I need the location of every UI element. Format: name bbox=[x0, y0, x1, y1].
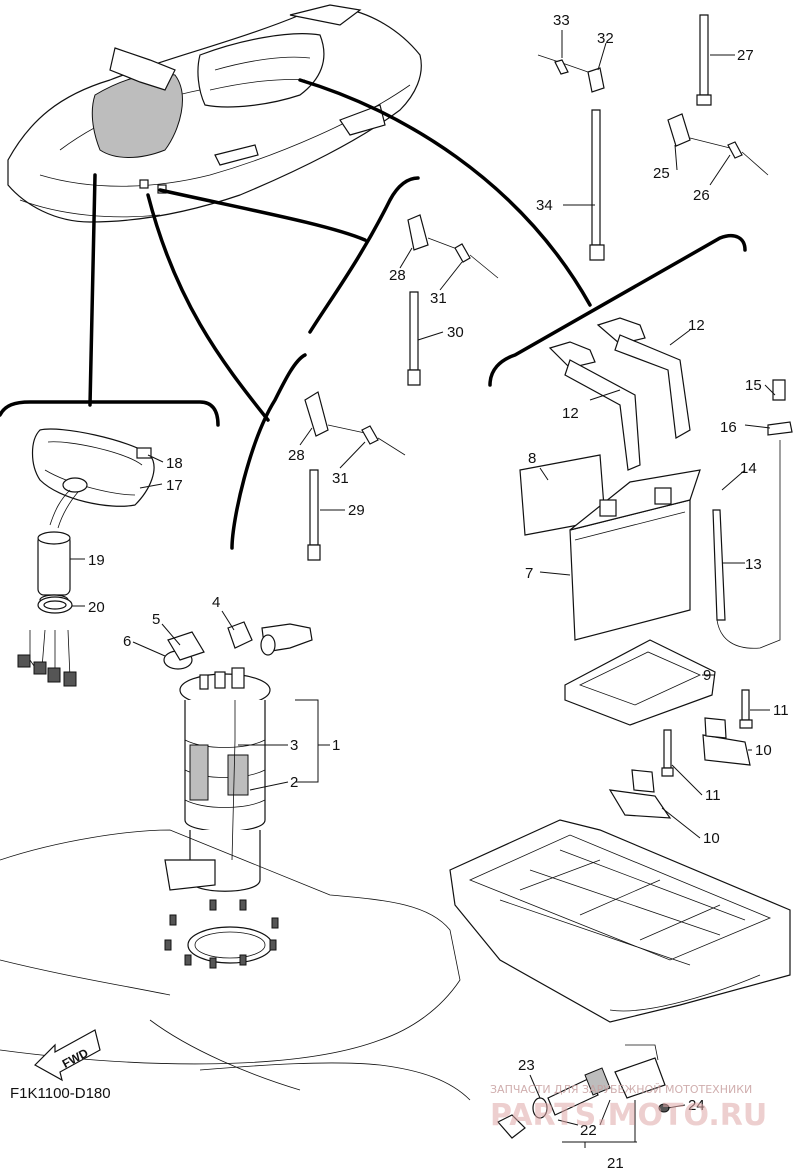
callout-3: 3 bbox=[290, 737, 298, 754]
callout-34: 34 bbox=[536, 197, 553, 214]
callout-33: 33 bbox=[553, 12, 570, 29]
sensor-assembly bbox=[497, 1044, 670, 1139]
callout-7: 7 bbox=[525, 565, 533, 582]
callout-32: 32 bbox=[597, 30, 614, 47]
callout-28b: 28 bbox=[288, 447, 305, 464]
callout-4: 4 bbox=[212, 594, 220, 611]
callout-14: 14 bbox=[740, 460, 757, 477]
callout-labels: 33 32 27 34 25 26 28 31 30 12 15 12 16 2… bbox=[88, 12, 789, 1172]
callout-16: 16 bbox=[720, 419, 737, 436]
callout-31b: 31 bbox=[332, 470, 349, 487]
callout-24: 24 bbox=[688, 1097, 705, 1114]
callout-2: 2 bbox=[290, 774, 298, 791]
battery-holders bbox=[608, 689, 753, 819]
callout-6: 6 bbox=[123, 633, 131, 650]
watermark: ЗАПЧАСТИ ДЛЯ ЗАРУБЕЖНОЙ МОТОТЕХНИКИ PART… bbox=[490, 1083, 767, 1133]
diagram-code: F1K1100-D180 bbox=[10, 1085, 111, 1102]
callout-9: 9 bbox=[703, 667, 711, 684]
callout-12a: 12 bbox=[688, 317, 705, 334]
callout-31a: 31 bbox=[430, 290, 447, 307]
callout-1: 1 bbox=[332, 737, 340, 754]
battery-tray-frame bbox=[449, 819, 791, 1023]
watercraft-illustration bbox=[7, 4, 422, 223]
callout-20: 20 bbox=[88, 599, 105, 616]
clamp-set-middle bbox=[304, 214, 499, 561]
callout-21: 21 bbox=[607, 1155, 624, 1172]
callout-18: 18 bbox=[166, 455, 183, 472]
callout-17: 17 bbox=[166, 477, 183, 494]
region-brackets bbox=[0, 176, 747, 550]
callout-28a: 28 bbox=[389, 267, 406, 284]
callout-22: 22 bbox=[580, 1122, 597, 1139]
callout-23: 23 bbox=[518, 1057, 535, 1074]
callout-10a: 10 bbox=[755, 742, 772, 759]
battery-assembly bbox=[519, 317, 793, 726]
callout-13: 13 bbox=[745, 556, 762, 573]
hull-floor bbox=[0, 829, 471, 1101]
callout-11a: 11 bbox=[773, 702, 789, 719]
watermark-small-text: ЗАПЧАСТИ ДЛЯ ЗАРУБЕЖНОЙ МОТОТЕХНИКИ bbox=[490, 1083, 752, 1096]
leader-curves bbox=[88, 78, 592, 422]
callout-25: 25 bbox=[653, 165, 670, 182]
callout-5: 5 bbox=[152, 611, 160, 628]
callout-19: 19 bbox=[88, 552, 105, 569]
watermark-large-text: PARTS.MOTO.RU bbox=[490, 1098, 767, 1133]
fuel-filler-assembly bbox=[17, 428, 155, 687]
callout-27: 27 bbox=[737, 47, 754, 64]
mount-bolts bbox=[164, 899, 279, 969]
fwd-arrow bbox=[34, 1029, 101, 1082]
callout-8: 8 bbox=[528, 450, 536, 467]
callout-leaders bbox=[70, 30, 776, 1148]
fuel-pump-assembly bbox=[163, 621, 313, 892]
callout-15: 15 bbox=[745, 377, 762, 394]
callout-11b: 11 bbox=[705, 787, 721, 804]
callout-10b: 10 bbox=[703, 830, 720, 847]
clamp-set-top bbox=[537, 14, 769, 261]
callout-26: 26 bbox=[693, 187, 710, 204]
callout-30: 30 bbox=[447, 324, 464, 341]
callout-29: 29 bbox=[348, 502, 365, 519]
callout-12b: 12 bbox=[562, 405, 579, 422]
